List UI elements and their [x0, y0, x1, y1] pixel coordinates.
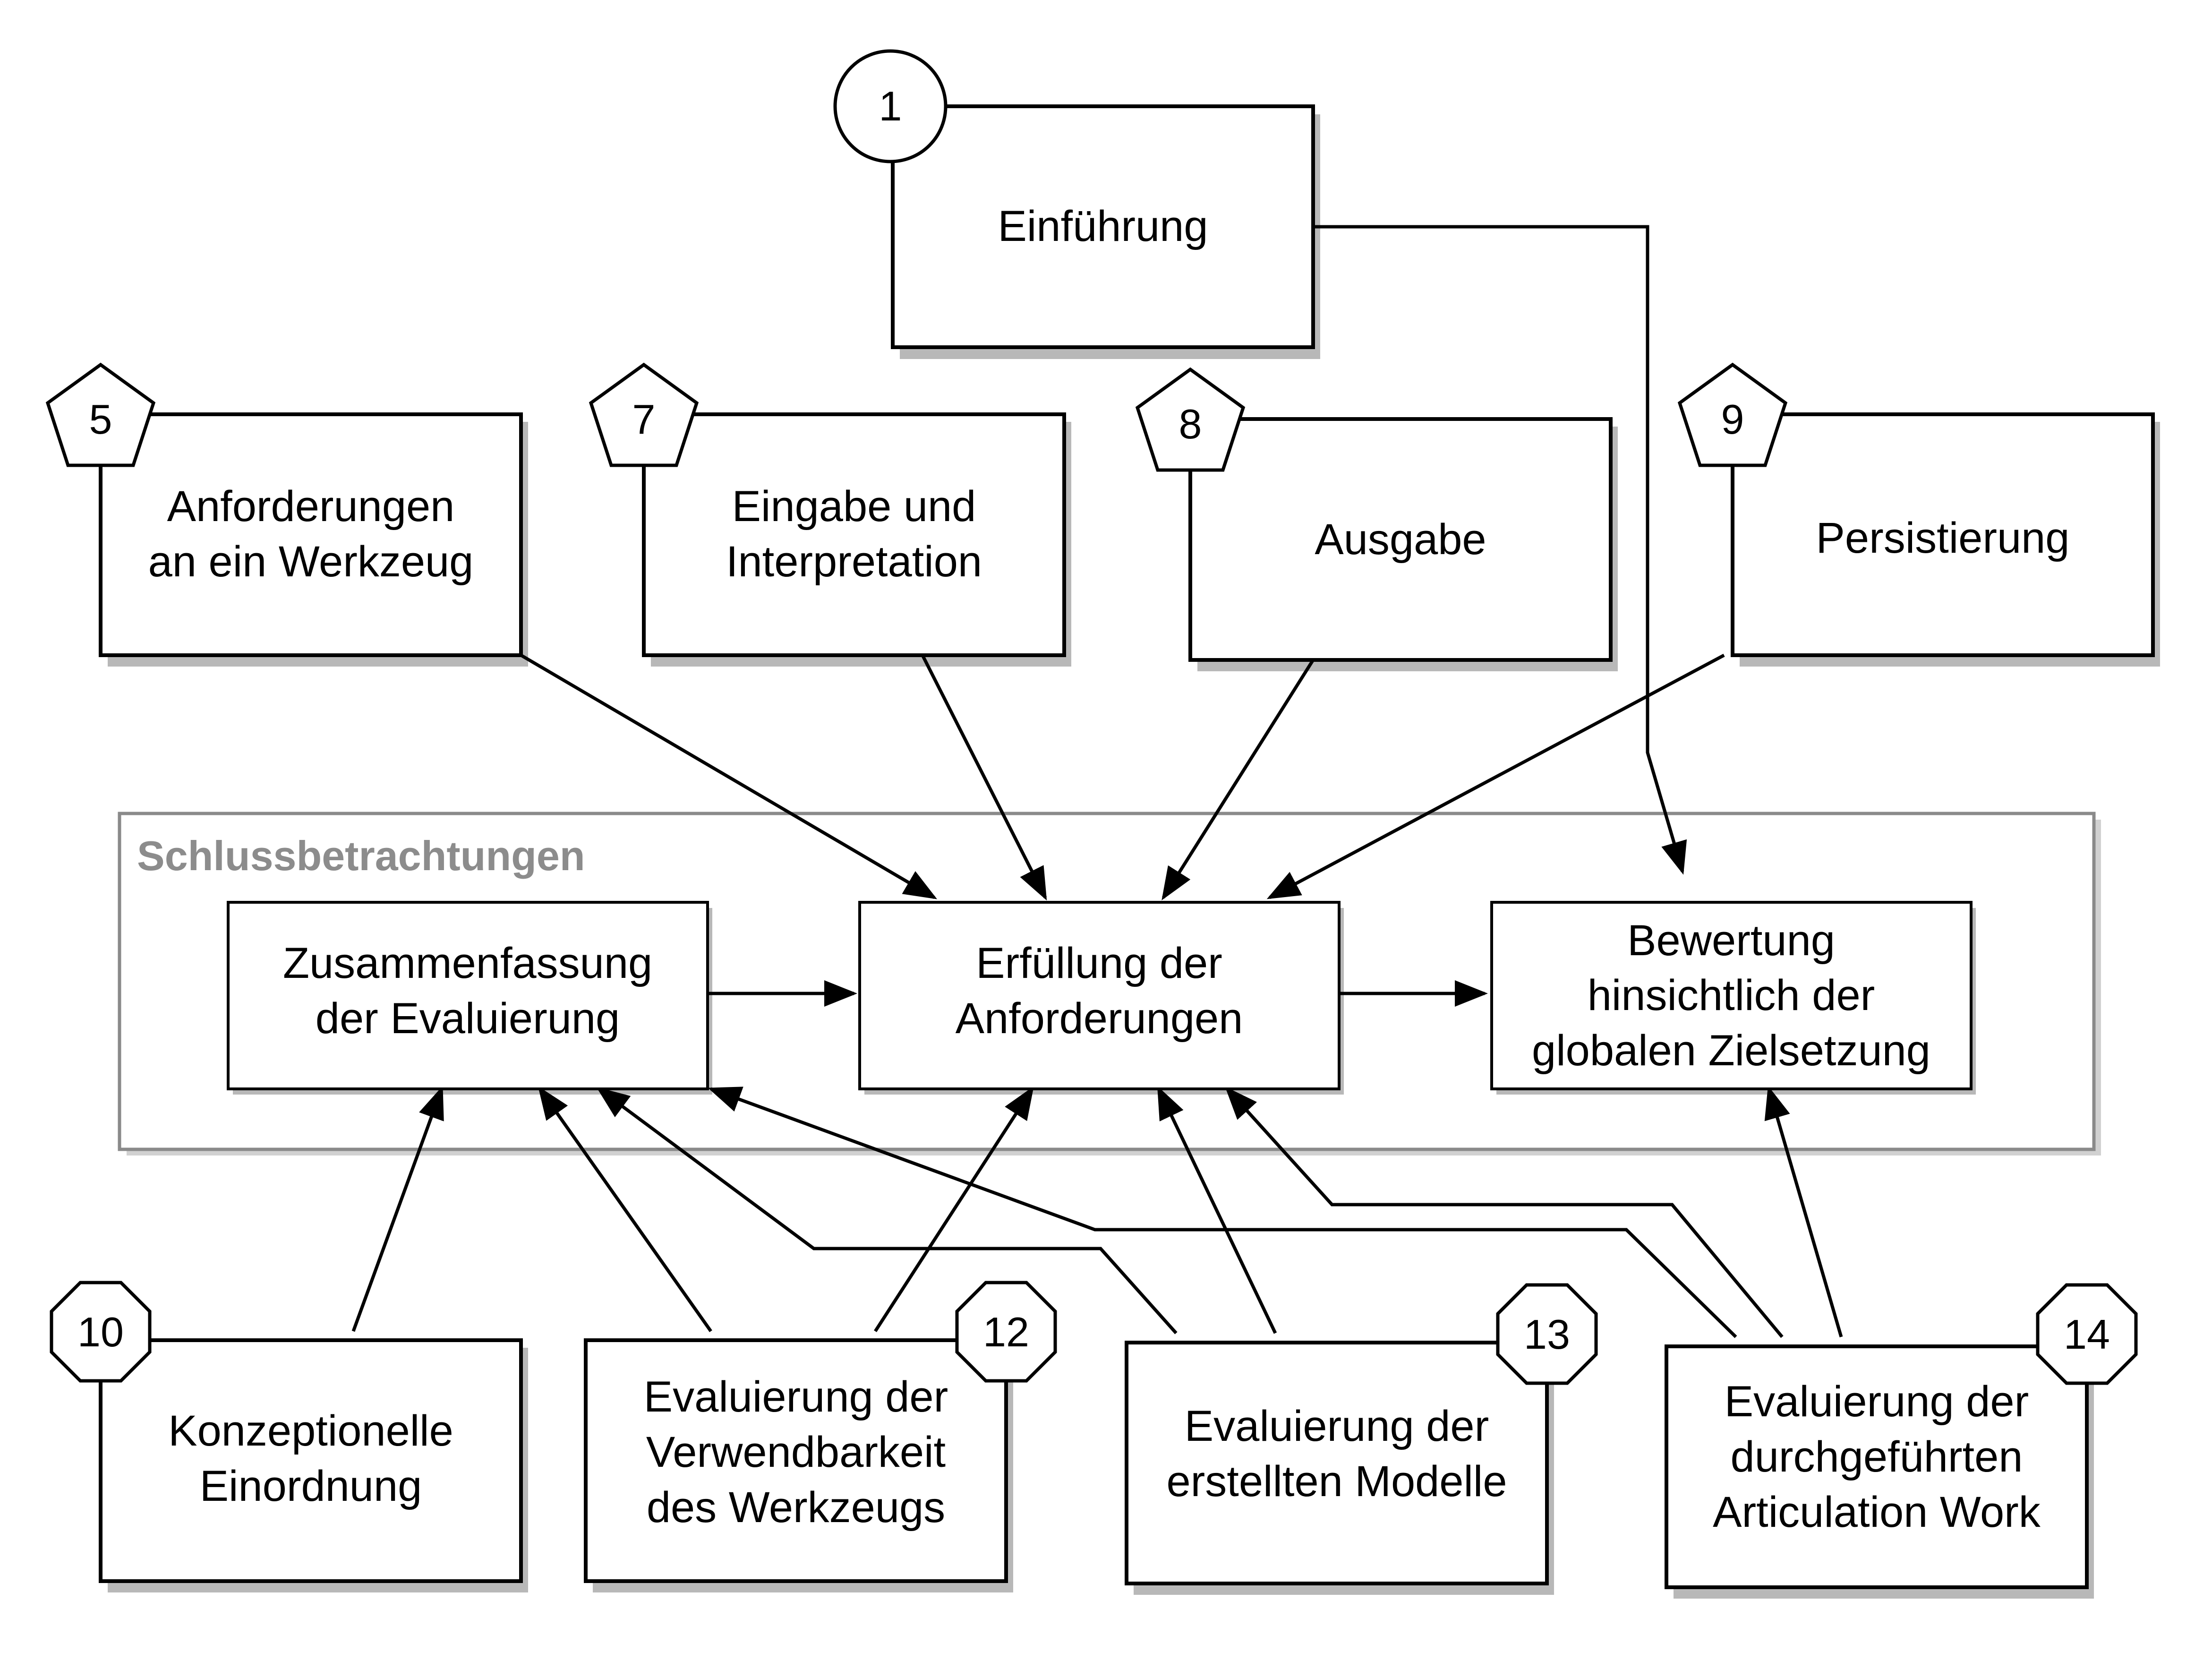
box-einfuehrung[interactable]: Einführung 1 [833, 49, 1320, 359]
arrow-persistierung-to-erfuellung [1266, 653, 1725, 899]
persistierung-label: Persistierung [1816, 514, 2070, 562]
arrow-anforderungen-to-erfuellung [520, 653, 938, 899]
zusammenfassung-line-2: der Evaluierung [316, 994, 620, 1043]
arrow-einfuehrung-to-bewertung [1308, 225, 1687, 875]
arrow-ausgabe-to-erfuellung [1162, 659, 1315, 900]
modelle-line-2: erstellten Modelle [1166, 1457, 1507, 1506]
erfuellung-line-2: Anforderungen [956, 994, 1243, 1043]
konzeptionelle-line-1: Konzeptionelle [168, 1407, 453, 1455]
badge-7-label: 7 [632, 396, 656, 443]
arrow-eingabe-to-erfuellung [921, 654, 1047, 901]
chapter-badge-14 [2036, 1283, 2138, 1385]
box-zusammenfassung[interactable]: Zusammenfassung der Evaluierung [227, 901, 712, 1095]
anforderungen-line-2: an ein Werkzeug [148, 538, 474, 586]
verwendbarkeit-line-3: des Werkzeugs [647, 1483, 945, 1532]
badge-12-label: 12 [983, 1309, 1029, 1355]
box-anforderungen-werkzeug[interactable]: Anforderungen an ein Werkzeug 5 [45, 362, 528, 667]
arrow-verwendbarkeit-to-erfuellung [874, 1086, 1034, 1332]
group-title: Schlussbetrachtungen [137, 832, 585, 879]
box-verwendbarkeit[interactable]: Evaluierung der Verwendbarkeit des Werkz… [584, 1281, 1057, 1592]
badge-1-label: 1 [879, 83, 902, 129]
articulation-line-3: Articulation Work [1713, 1488, 2041, 1536]
chapter-badge-8 [1135, 367, 1246, 472]
zusammenfassung-line-1: Zusammenfassung [283, 939, 652, 987]
ausgabe-label: Ausgabe [1315, 515, 1486, 564]
box-eingabe[interactable]: Eingabe und Interpretation 7 [589, 362, 1071, 667]
chapter-badge-12 [955, 1281, 1057, 1383]
box-articulation[interactable]: Evaluierung der durchgeführten Articulat… [1665, 1283, 2138, 1599]
box-modelle[interactable]: Evaluierung der erstellten Modelle 13 [1125, 1283, 1598, 1595]
eingabe-line-1: Eingabe und [732, 482, 976, 531]
eingabe-line-2: Interpretation [726, 538, 982, 586]
badge-14-label: 14 [2064, 1311, 2110, 1358]
anforderungen-line-1: Anforderungen [167, 482, 455, 531]
articulation-line-2: durchgeführten [1731, 1433, 2023, 1481]
box-konzeptionelle[interactable]: Konzeptionelle Einordnung 10 [50, 1281, 528, 1592]
erfuellung-line-1: Erfüllung der [976, 939, 1222, 987]
box-erfuellung[interactable]: Erfüllung der Anforderungen [858, 901, 1344, 1095]
konzeptionelle-line-2: Einordnung [200, 1462, 422, 1510]
verwendbarkeit-line-1: Evaluierung der [644, 1373, 948, 1421]
box-bewertung[interactable]: Bewertung hinsichtlich der globalen Ziel… [1490, 901, 1976, 1095]
modelle-line-1: Evaluierung der [1185, 1402, 1489, 1450]
arrow-articulation-to-zusammenfassung [708, 1087, 1737, 1338]
badge-10-label: 10 [77, 1309, 124, 1355]
arrow-articulation-to-bewertung [1764, 1086, 1843, 1337]
chapter-badge-10 [50, 1281, 152, 1383]
badge-8-label: 8 [1179, 401, 1202, 447]
arrow-verwendbarkeit-to-zusammenfassung [538, 1086, 712, 1333]
arrow-modelle-to-erfuellung [1157, 1086, 1277, 1334]
arrow-articulation-to-erfuellung [1225, 1086, 1784, 1338]
badge-13-label: 13 [1524, 1311, 1570, 1358]
arrow-modelle-to-zusammenfassung [596, 1087, 1178, 1335]
bewertung-line-1: Bewertung [1627, 916, 1835, 965]
box-ausgabe[interactable]: Ausgabe 8 [1135, 367, 1618, 671]
bewertung-line-2: hinsichtlich der [1588, 971, 1875, 1019]
badge-9-label: 9 [1721, 396, 1744, 443]
connector-arrows [351, 225, 1843, 1338]
verwendbarkeit-line-2: Verwendbarkeit [646, 1428, 946, 1476]
chapter-badge-13 [1496, 1283, 1598, 1385]
badge-5-label: 5 [89, 396, 112, 443]
articulation-line-1: Evaluierung der [1725, 1378, 2029, 1426]
bewertung-line-3: globalen Zielsetzung [1532, 1027, 1930, 1075]
chapter-badge-9 [1677, 362, 1788, 467]
arrow-konzeptionelle-to-zusammenfassung [351, 1086, 444, 1332]
chapter-badge-7 [589, 362, 699, 467]
chapter-badge-1 [833, 49, 948, 163]
box-persistierung[interactable]: Persistierung 9 [1677, 362, 2160, 667]
chapter-badge-5 [45, 362, 156, 467]
einfuehrung-label: Einführung [998, 202, 1208, 250]
